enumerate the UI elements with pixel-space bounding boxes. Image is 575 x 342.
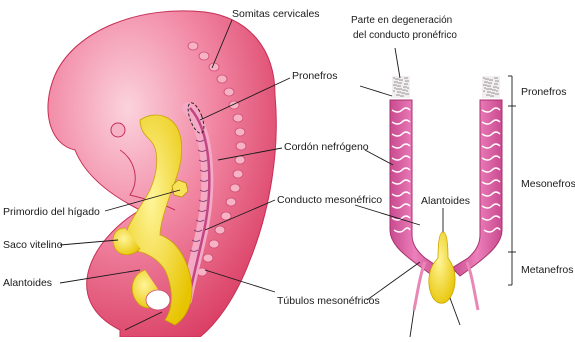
- stipple-dot: [490, 95, 492, 97]
- stipple-dot: [395, 84, 397, 86]
- label-alantoides-right: Alantoides: [421, 195, 470, 207]
- stipple-dot: [401, 92, 403, 94]
- stipple-dot: [402, 95, 404, 97]
- stipple-dot: [403, 86, 405, 88]
- stipple-dot: [487, 78, 489, 80]
- stipple-dot: [395, 78, 397, 80]
- stipple-dot: [406, 90, 408, 92]
- stipple-dot: [495, 80, 497, 82]
- stipple-dot: [396, 88, 398, 90]
- stipple-dot: [486, 88, 488, 90]
- stipple-dot: [400, 88, 402, 90]
- stipple-dot: [394, 81, 396, 83]
- stipple-dot: [496, 90, 498, 92]
- stipple-dot: [493, 92, 495, 94]
- stipple-dot: [496, 83, 498, 85]
- stipple-dot: [483, 90, 485, 92]
- stipple-dot: [493, 86, 495, 88]
- stipple-dot: [404, 89, 406, 91]
- stipple-dot: [397, 85, 399, 87]
- stipple-dot: [393, 84, 395, 86]
- stipple-dot: [393, 90, 395, 92]
- stipple-dot: [489, 91, 491, 93]
- stipple-dot: [492, 89, 494, 91]
- stipple-dot: [401, 79, 403, 81]
- stipple-dot: [491, 92, 493, 94]
- stipple-dot: [400, 82, 402, 84]
- stipple-dot: [405, 80, 407, 82]
- stipple-dot: [497, 87, 499, 89]
- stipple-dot: [488, 88, 490, 90]
- stipple-dot: [489, 85, 491, 87]
- stipple-dot: [403, 92, 405, 94]
- label-primordio-higado: Primordio del hígado: [3, 206, 100, 218]
- stipple-dot: [393, 77, 395, 79]
- stipple-dot: [407, 80, 409, 82]
- stipple-dot: [404, 77, 406, 79]
- stage-brackets: [508, 76, 516, 285]
- stipple-dot: [399, 91, 401, 93]
- stipple-dot: [491, 79, 493, 81]
- stipple-dot: [407, 93, 409, 95]
- stipple-dot: [396, 94, 398, 96]
- stipple-dot: [487, 85, 489, 87]
- stipple-dot: [486, 94, 488, 96]
- stipple-dot: [483, 84, 485, 86]
- stipple-dot: [485, 78, 487, 80]
- stipple-dot: [497, 93, 499, 95]
- stipple-dot: [402, 89, 404, 91]
- stipple-dot: [398, 82, 400, 84]
- label-somitas-cervicales: Somitas cervicales: [232, 8, 320, 20]
- stipple-dot: [484, 81, 486, 83]
- stipple-dot: [398, 88, 400, 90]
- stipple-dot: [494, 83, 496, 85]
- stipple-dot: [394, 87, 396, 89]
- stipple-dot: [399, 85, 401, 87]
- stipple-dot: [485, 84, 487, 86]
- label-tubulos-mesonefricos: Túbulos mesonéfricos: [277, 295, 380, 307]
- kidney-ducts-illustration: [390, 76, 502, 310]
- label-pronefros: Pronefros: [292, 70, 338, 82]
- stipple-dot: [406, 77, 408, 79]
- label-conducto-mesonefrico: Conducto mesonéfrico: [277, 194, 382, 206]
- stipple-dot: [494, 77, 496, 79]
- stipple-dot: [400, 95, 402, 97]
- stipple-dot: [495, 93, 497, 95]
- label-parte-degeneracion-2: del conducto pronéfrico: [353, 30, 457, 41]
- embryo-illustration: [48, 11, 276, 337]
- stipple-dot: [397, 78, 399, 80]
- stipple-dot: [488, 82, 490, 84]
- stipple-dot: [486, 81, 488, 83]
- stipple-dot: [399, 79, 401, 81]
- stipple-dot: [397, 91, 399, 93]
- label-cordon-nefrogeno: Cordón nefrógeno: [284, 141, 369, 153]
- stipple-dot: [490, 88, 492, 90]
- stipple-dot: [407, 87, 409, 89]
- stipple-dot: [489, 79, 491, 81]
- label-alantoides-left: Alantoides: [3, 277, 52, 289]
- stipple-dot: [405, 86, 407, 88]
- stipple-dot: [398, 94, 400, 96]
- stipple-dot: [484, 87, 486, 89]
- label-bracket-mesonefros: Mesonefros: [521, 178, 575, 190]
- stipple-dot: [405, 93, 407, 95]
- label-bracket-metanefros: Metanefros: [521, 264, 574, 276]
- stipple-dot: [406, 83, 408, 85]
- stipple-dot: [492, 95, 494, 97]
- stipple-dot: [404, 83, 406, 85]
- stipple-dot: [496, 77, 498, 79]
- stipple-dot: [396, 81, 398, 83]
- stipple-dot: [483, 77, 485, 79]
- stipple-dot: [487, 91, 489, 93]
- stipple-dot: [490, 82, 492, 84]
- stipple-dot: [495, 86, 497, 88]
- label-saco-vitelino: Saco vitelino: [3, 239, 63, 251]
- stipple-dot: [494, 89, 496, 91]
- label-bracket-pronefros: Pronefros: [521, 86, 567, 98]
- stipple-dot: [497, 80, 499, 82]
- stipple-dot: [488, 94, 490, 96]
- label-parte-degeneracion-1: Parte en degeneración: [351, 15, 452, 26]
